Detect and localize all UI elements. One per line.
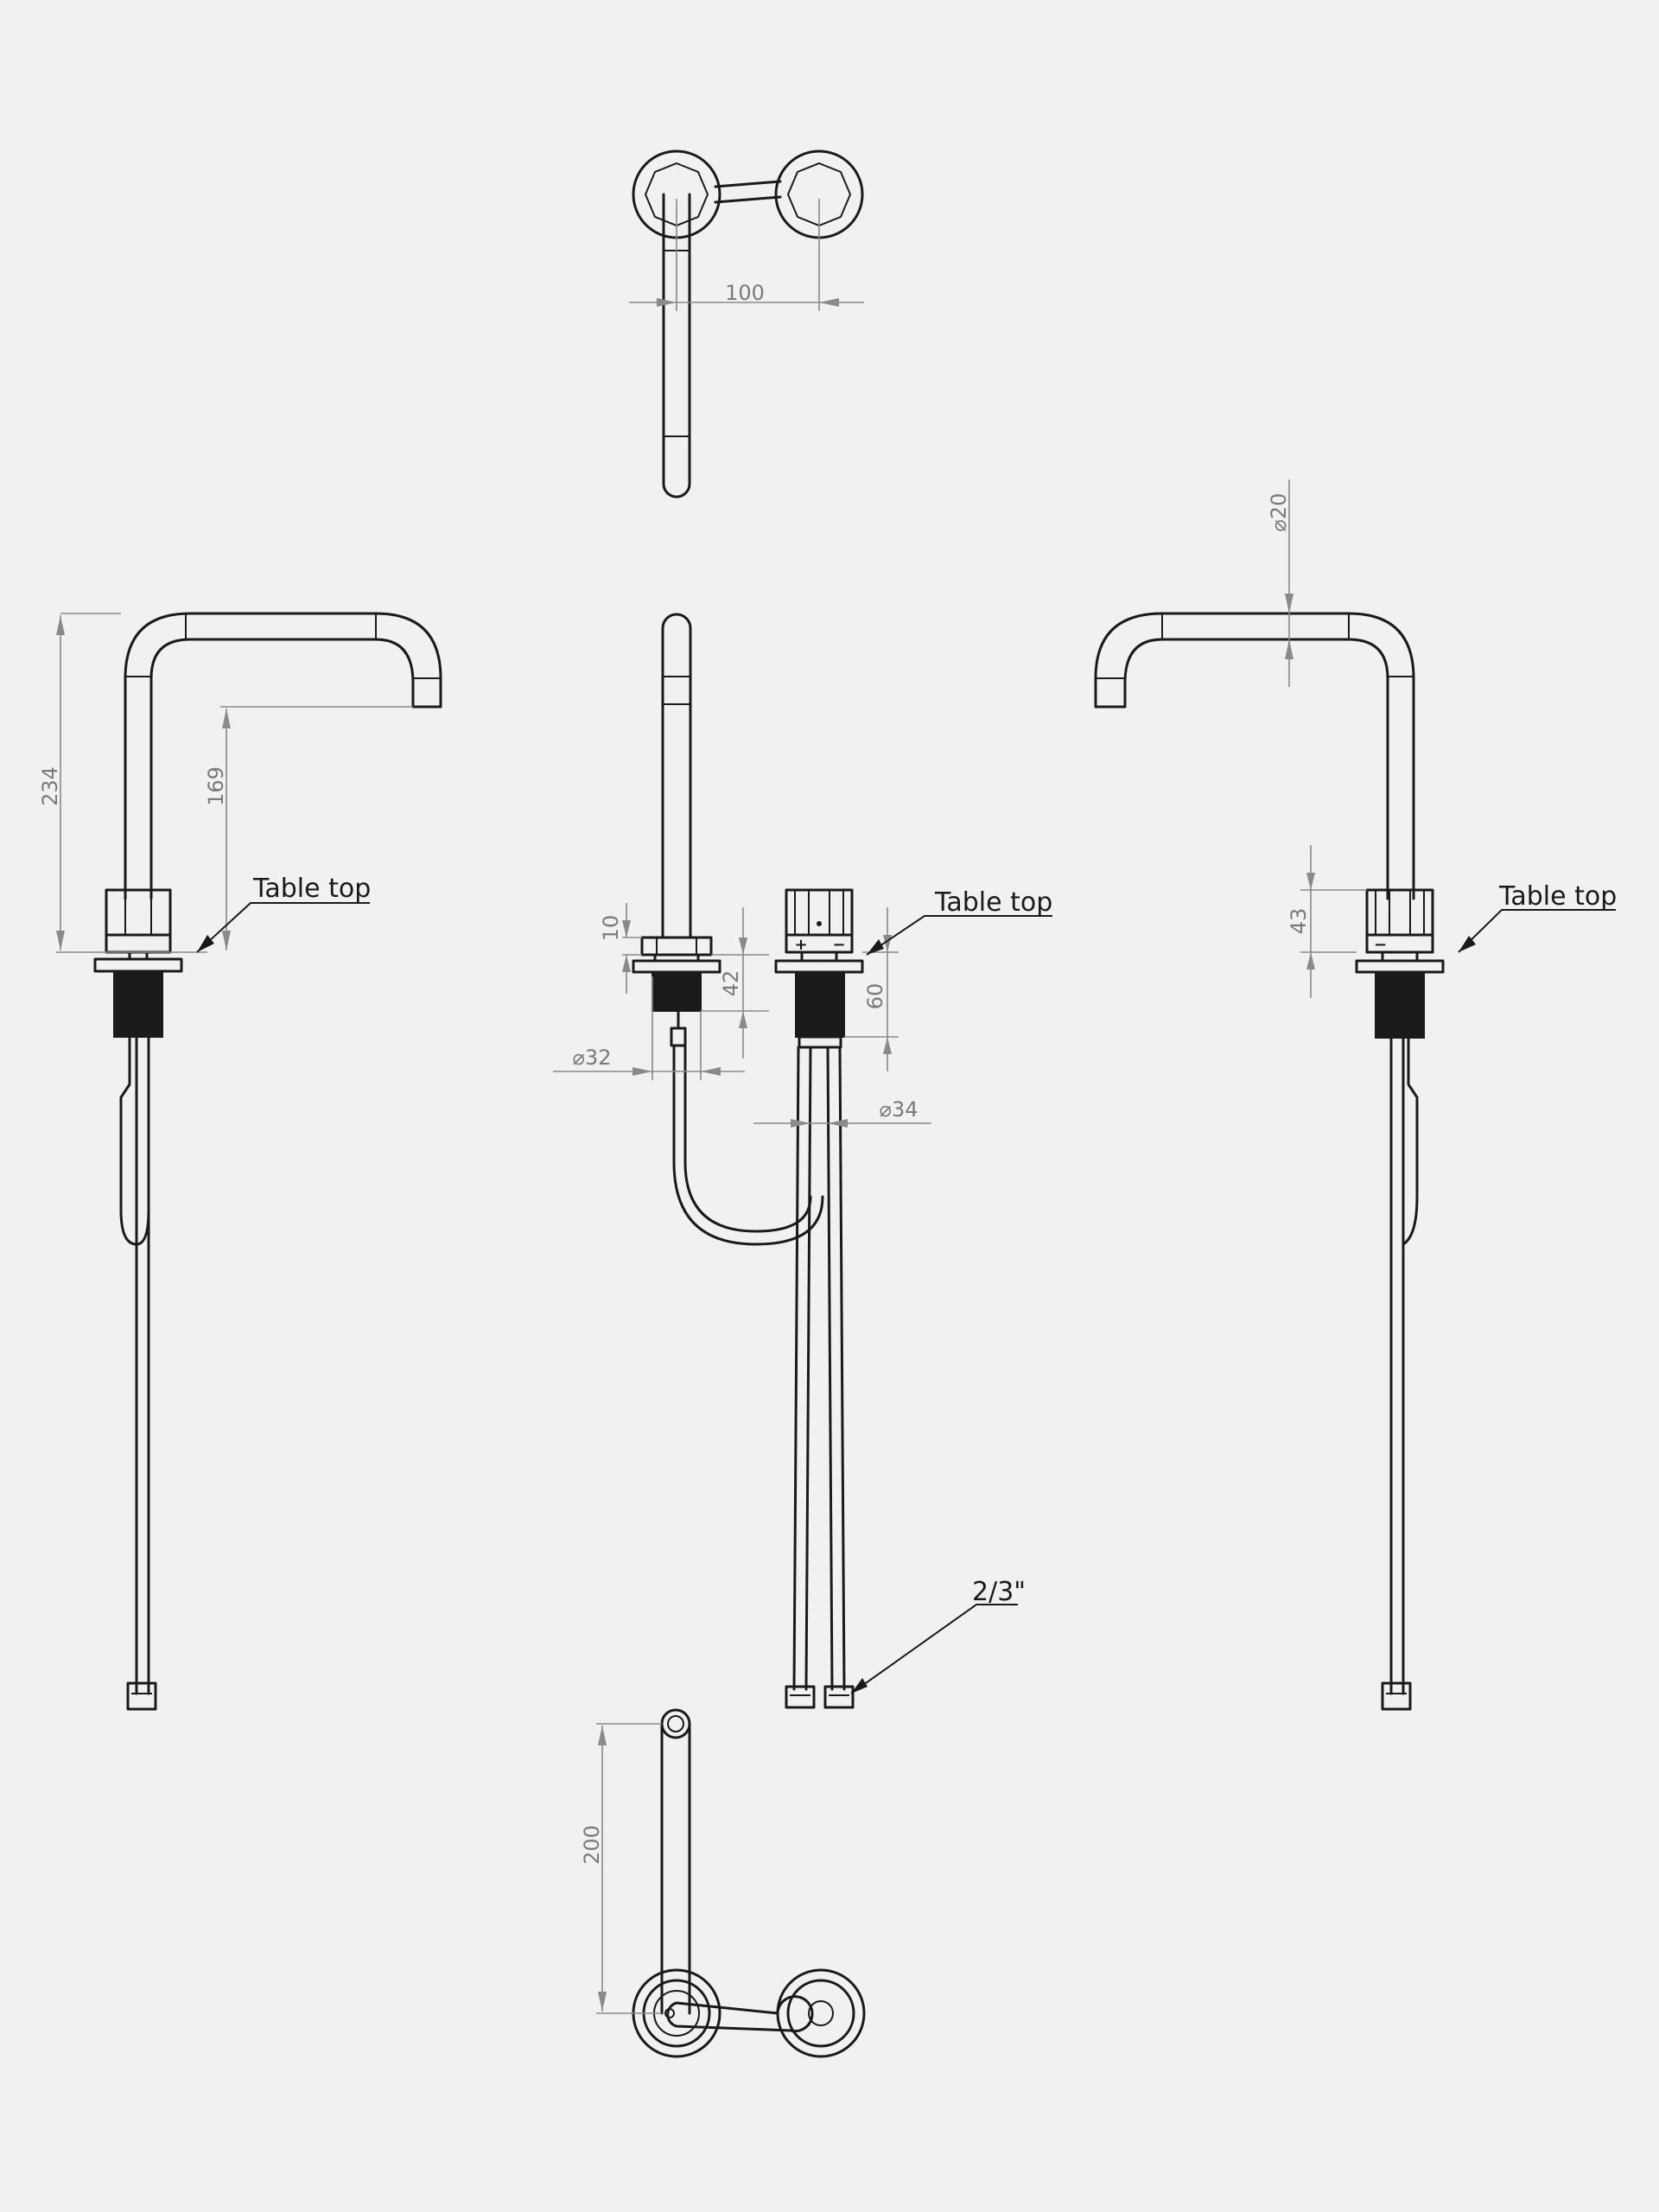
dim-234: 234 [38, 766, 62, 806]
dim-169: 169 [204, 766, 228, 806]
left-elevation: 234 169 Table top [38, 612, 442, 1711]
dim-100: 100 [725, 281, 765, 305]
dim-10: 10 [599, 915, 623, 942]
top-view: 100 [629, 149, 864, 499]
dim-42: 42 [719, 970, 743, 997]
table-top-label-left: Table top [252, 874, 371, 904]
minus-mark-icon: − [1374, 936, 1387, 954]
bottom-view: 200 [580, 1708, 866, 2058]
table-top-label-center: Table top [934, 887, 1052, 918]
hot-mark-icon: + [794, 936, 807, 954]
dim-dia-32: ⌀32 [573, 1046, 612, 1070]
indicator-dot-icon [817, 921, 822, 926]
right-elevation: − ⌀20 43 Table top [1094, 480, 1617, 1711]
dim-43: 43 [1287, 908, 1311, 935]
dim-dia-20: ⌀20 [1267, 493, 1291, 532]
dim-200: 200 [580, 1825, 604, 1865]
center-elevation: + − 10 42 60 [553, 613, 1052, 1709]
dim-dia-34: ⌀34 [880, 1097, 918, 1122]
table-top-label-right: Table top [1498, 881, 1617, 912]
thread-size-label: 2/3" [972, 1577, 1026, 1607]
dim-60: 60 [863, 983, 887, 1010]
cold-mark-icon: − [832, 936, 845, 954]
